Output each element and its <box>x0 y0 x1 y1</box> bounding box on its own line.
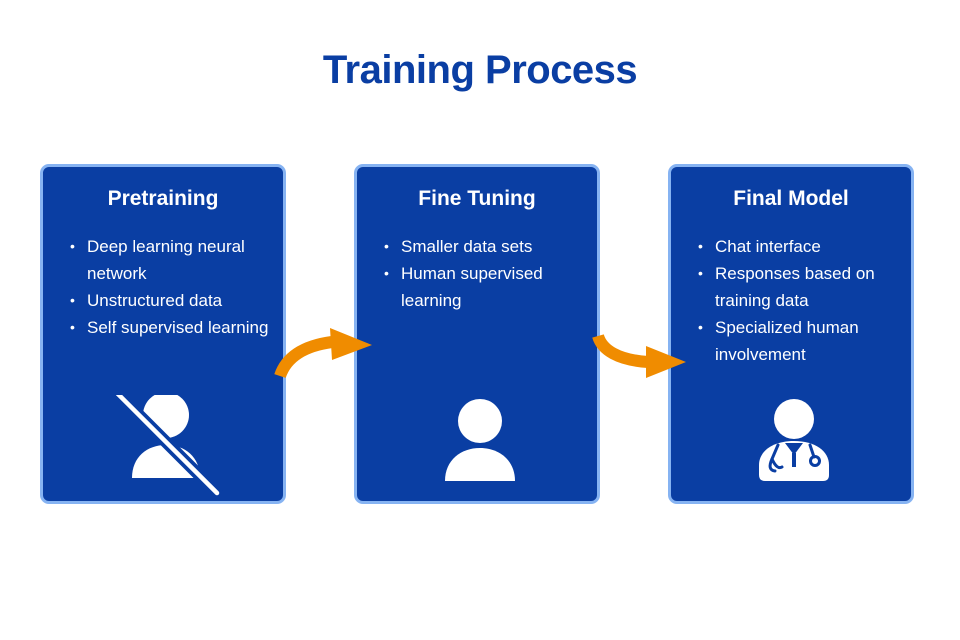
bullet-item: Chat interface <box>698 233 903 260</box>
arrow-fine-tuning-to-final-model <box>592 333 686 378</box>
user-slash-icon <box>111 395 223 499</box>
card-heading: Final Model <box>733 187 849 210</box>
card-final-model: Final Model Chat interface Responses bas… <box>668 164 914 504</box>
card-fine-tuning: Fine Tuning Smaller data sets Human supe… <box>354 164 600 504</box>
diagram-title: Training Process <box>322 48 638 92</box>
bullet-list: Deep learning neural network Unstructure… <box>43 233 283 341</box>
card-heading: Fine Tuning <box>418 187 536 210</box>
bullet-item: Unstructured data <box>70 287 275 314</box>
arrow-pretraining-to-fine-tuning <box>274 328 372 379</box>
bullet-item: Human supervised learning <box>384 260 589 314</box>
bullet-item: Responses based on training data <box>698 260 903 314</box>
card-pretraining: Pretraining Deep learning neural network… <box>40 164 286 504</box>
bullet-item: Deep learning neural network <box>70 233 275 287</box>
bullet-list: Chat interface Responses based on traini… <box>671 233 911 368</box>
card-heading: Pretraining <box>107 187 219 210</box>
bullet-item: Smaller data sets <box>384 233 589 260</box>
user-icon <box>445 399 515 481</box>
user-doctor-icon <box>759 399 829 481</box>
bullet-item: Self supervised learning <box>70 314 275 341</box>
bullet-item: Specialized human involvement <box>698 314 903 368</box>
bullet-list: Smaller data sets Human supervised learn… <box>357 233 597 314</box>
